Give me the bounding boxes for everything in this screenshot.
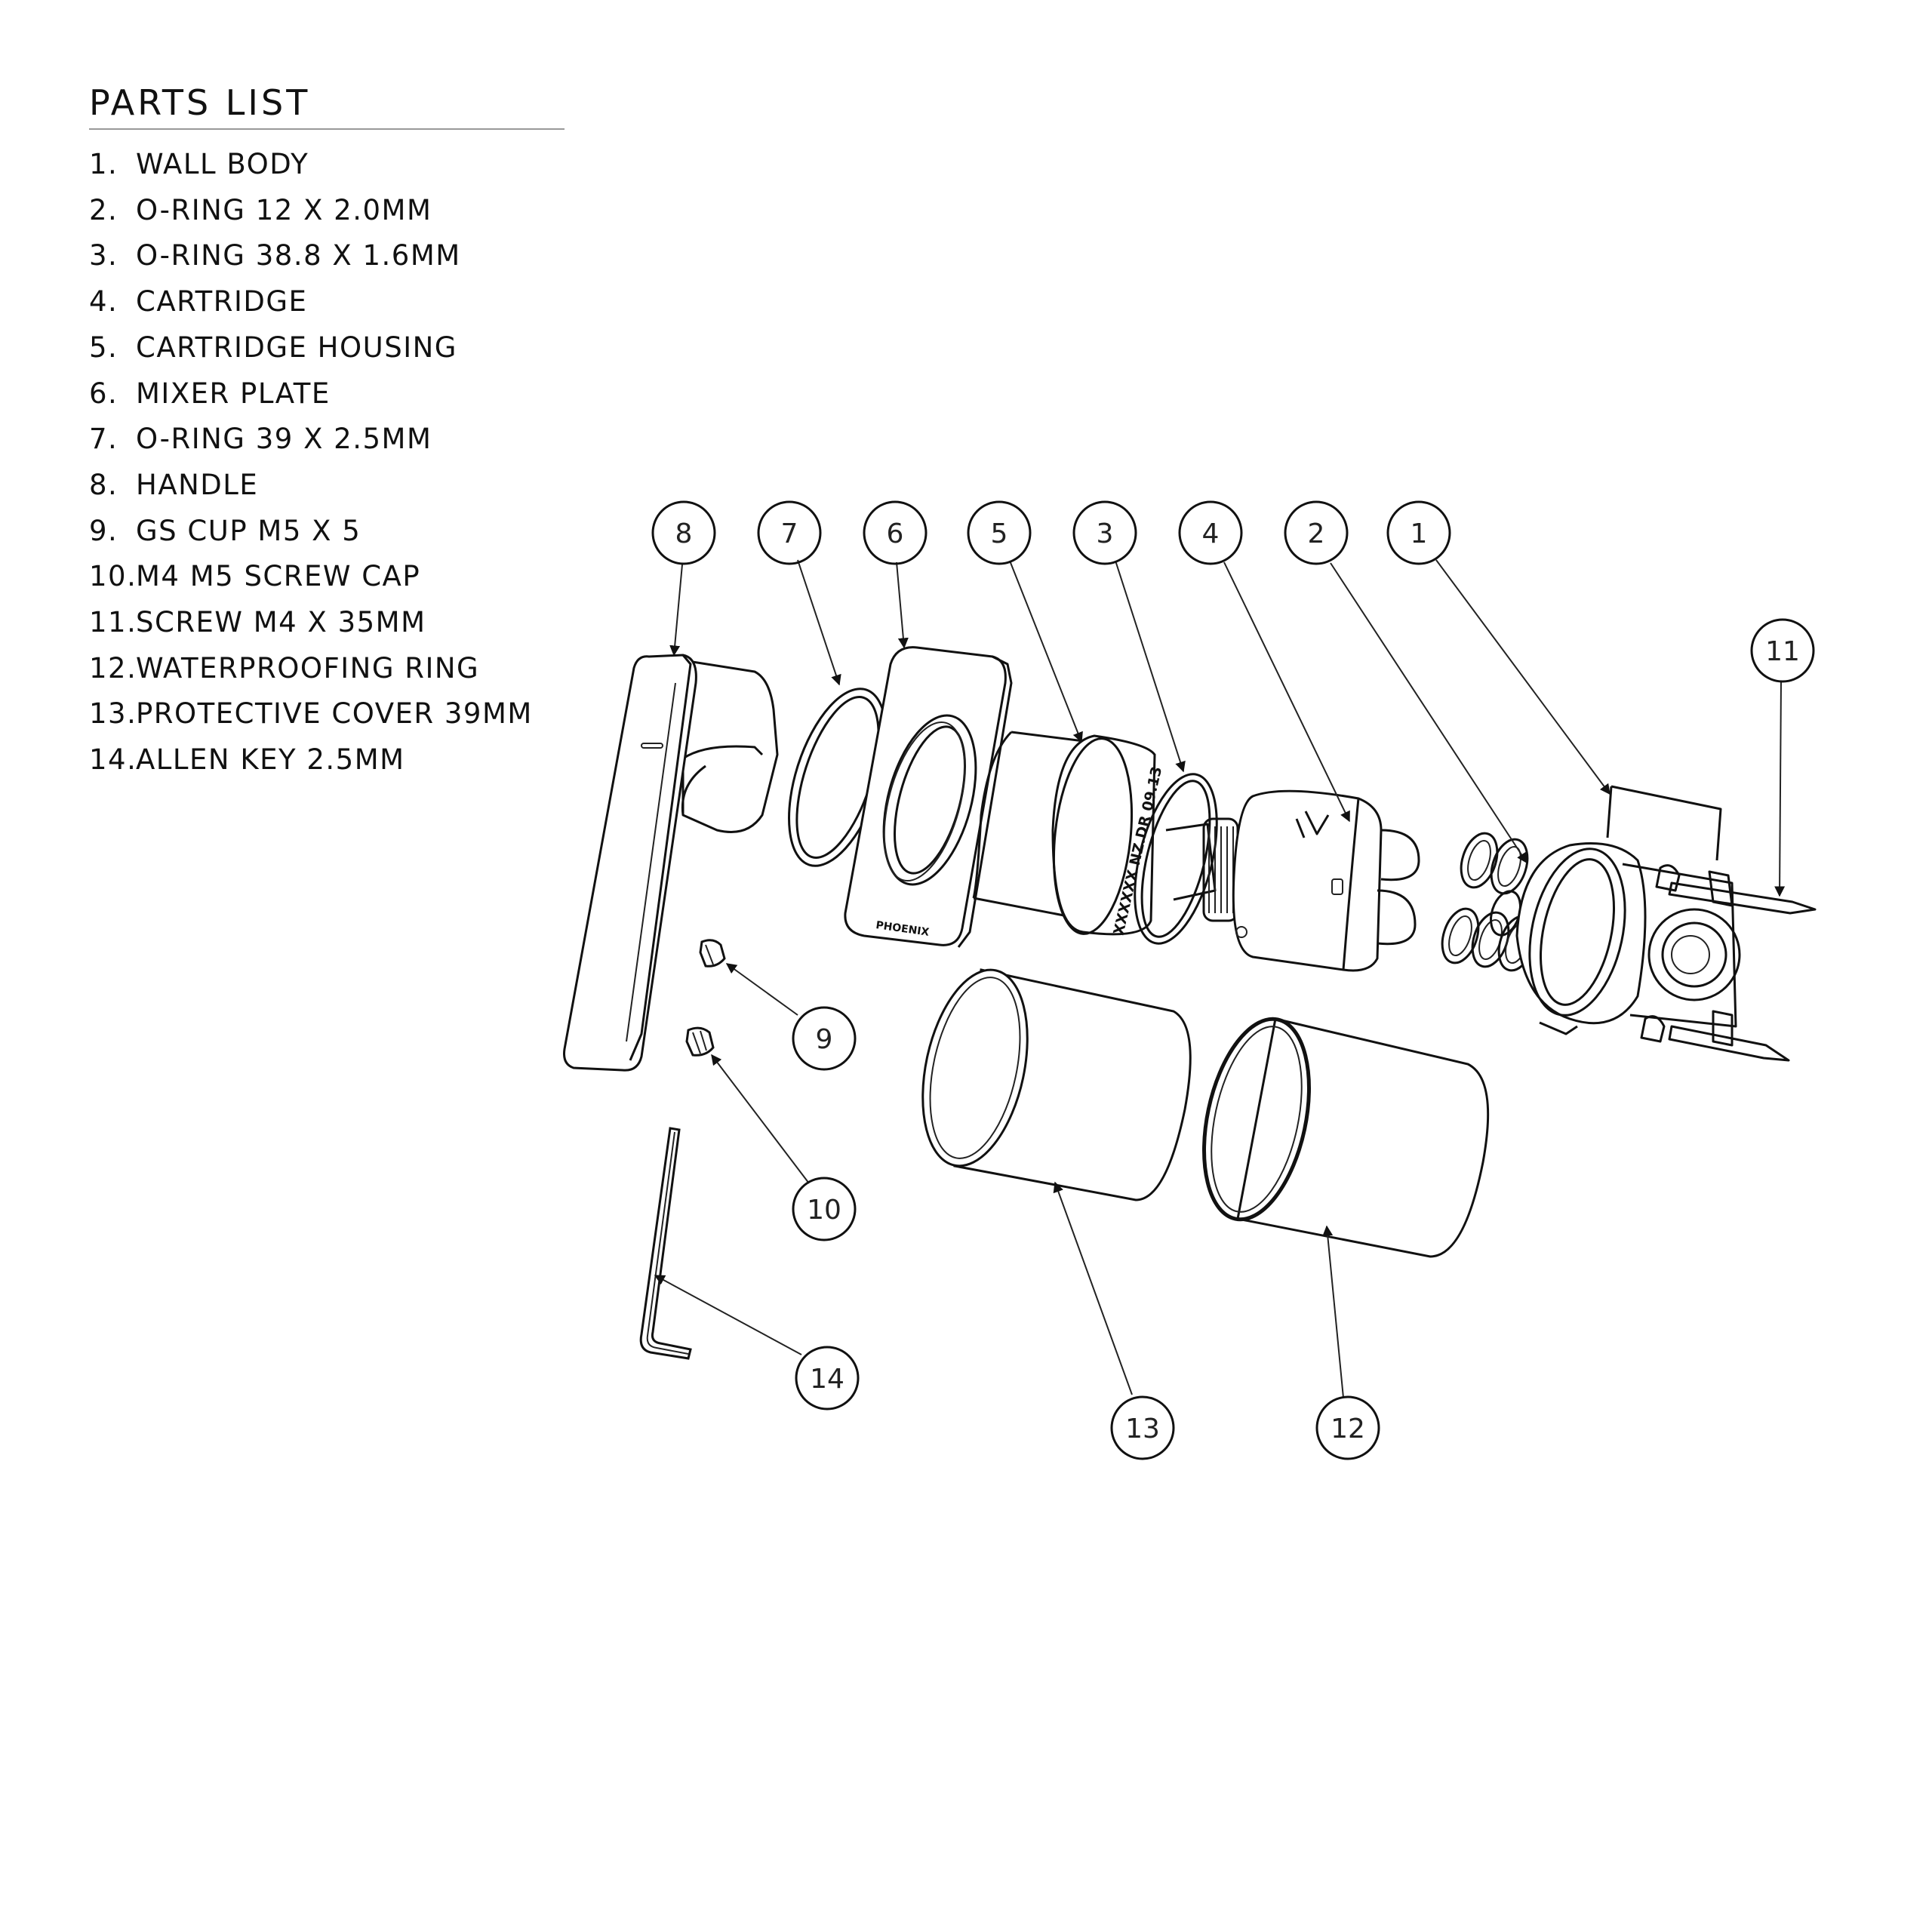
mixer-plate-part: PHOENIX (844, 646, 1013, 948)
parts-list-item-number: 4. (89, 285, 118, 318)
callout-5-label: 5 (991, 518, 1008, 549)
parts-list-item: 10.M4 M5 SCREW CAP (89, 554, 565, 600)
screw-cap-part (685, 1026, 715, 1057)
callout-13-label: 13 (1125, 1414, 1160, 1444)
parts-list-items: 1. WALL BODY 2. O-RING 12 X 2.0MM 3. O-RING 3… (89, 142, 565, 783)
parts-list-item-label: O-RING 39 X 2.5MM (136, 423, 432, 456)
callout-12: 12 (1315, 1395, 1380, 1460)
parts-list-item: 5. CARTRIDGE HOUSING (89, 325, 565, 371)
parts-list-item-label: WATERPROOFING RING (136, 651, 480, 685)
callout-10-label: 10 (807, 1195, 841, 1226)
parts-list-title: PARTS LIST (89, 82, 565, 130)
callout-3-label: 3 (1097, 518, 1114, 549)
parts-list-item-label: CARTRIDGE HOUSING (136, 331, 457, 364)
parts-list-item: 12.WATERPROOFING RING (89, 646, 565, 692)
cartridge-part (1165, 789, 1420, 972)
callout-14: 14 (795, 1346, 860, 1411)
callout-13: 13 (1110, 1395, 1175, 1460)
wall-body-part (1515, 785, 1741, 1047)
parts-list-item-label: WALL BODY (136, 148, 309, 180)
callout-11: 11 (1750, 618, 1815, 683)
callout-6: 6 (863, 500, 928, 565)
parts-list-item: 6. MIXER PLATE (89, 371, 565, 417)
callout-4: 4 (1178, 500, 1243, 565)
callout-2: 2 (1284, 500, 1349, 565)
callout-11-label: 11 (1765, 636, 1800, 667)
parts-list-item-number: 14. (89, 743, 137, 777)
parts-list-item: 1. WALL BODY (89, 142, 565, 188)
parts-list-item-label: HANDLE (136, 468, 259, 501)
parts-list-item-label: O-RING 12 X 2.0MM (136, 193, 432, 226)
parts-list-item-number: 12. (89, 651, 137, 685)
parts-list: PARTS LIST 1. WALL BODY 2. O-RING 12 X 2.0M… (89, 82, 565, 783)
callout-10: 10 (792, 1177, 857, 1241)
leader-lines (654, 559, 1786, 1398)
parts-list-item: 4. CARTRIDGE (89, 279, 565, 325)
parts-list-item-number: 8. (89, 468, 118, 501)
parts-list-item-label: PROTECTIVE COVER 39MM (136, 697, 533, 731)
parts-list-item-number: 6. (89, 377, 118, 410)
callout-6-label: 6 (887, 518, 904, 549)
parts-list-item: 11.SCREW M4 X 35MM (89, 600, 565, 646)
parts-list-item-label: O-RING 38.8 X 1.6MM (136, 239, 461, 272)
callout-1-label: 1 (1411, 518, 1428, 549)
parts-list-item-label: CARTRIDGE (136, 285, 308, 318)
parts-list-item-label: M4 M5 SCREW CAP (136, 560, 421, 593)
callout-8-label: 8 (675, 518, 693, 549)
callout-9: 9 (792, 1006, 857, 1071)
parts-list-item: 14.ALLEN KEY 2.5MM (89, 737, 565, 783)
parts-list-item-label: MIXER PLATE (136, 377, 331, 410)
callout-7-label: 7 (781, 518, 798, 549)
parts-list-item-number: 11. (89, 606, 137, 639)
allen-key-part (639, 1127, 692, 1360)
handle-indicator (641, 743, 663, 749)
parts-list-item: 8. HANDLE (89, 463, 565, 509)
callout-1: 1 (1386, 500, 1451, 565)
parts-list-item: 2. O-RING 12 X 2.0MM (89, 188, 565, 234)
parts-list-item: 9. GS CUP M5 X 5 (89, 509, 565, 555)
parts-list-item-number: 7. (89, 423, 118, 456)
parts-list-item: 7. O-RING 39 X 2.5MM (89, 417, 565, 463)
parts-list-item-label: ALLEN KEY 2.5MM (136, 743, 405, 777)
callout-4-label: 4 (1202, 518, 1220, 549)
callout-9-label: 9 (816, 1024, 833, 1055)
callout-7: 7 (757, 500, 822, 565)
callout-12-label: 12 (1331, 1414, 1365, 1444)
waterproofing-ring-part (1202, 1017, 1490, 1258)
parts-list-item-number: 13. (89, 697, 137, 731)
parts-list-item-number: 9. (89, 514, 118, 547)
parts-list-item-number: 2. (89, 193, 118, 226)
parts-list-item-number: 3. (89, 239, 118, 272)
cartridge-housing-part: XXXXXX NZ.DR 09.13 (972, 731, 1165, 937)
handle-part (563, 654, 779, 1072)
callout-3: 3 (1072, 500, 1137, 565)
parts-list-item: 3. O-RING 38.8 X 1.6MM (89, 233, 565, 279)
parts-list-item-number: 10. (89, 560, 137, 593)
protective-cover-part (921, 968, 1192, 1201)
parts-list-item-label: SCREW M4 X 35MM (136, 606, 426, 639)
callout-14-label: 14 (810, 1364, 844, 1395)
parts-list-item-label: GS CUP M5 X 5 (136, 514, 361, 547)
callout-5: 5 (967, 500, 1032, 565)
screw-part (1668, 881, 1817, 1062)
parts-list-item: 13.PROTECTIVE COVER 39MM (89, 691, 565, 737)
callout-8: 8 (651, 500, 716, 565)
gs-cup-part (699, 939, 726, 968)
parts-list-item-number: 1. (89, 148, 118, 180)
parts-list-item-number: 5. (89, 331, 118, 364)
callout-2-label: 2 (1308, 518, 1325, 549)
